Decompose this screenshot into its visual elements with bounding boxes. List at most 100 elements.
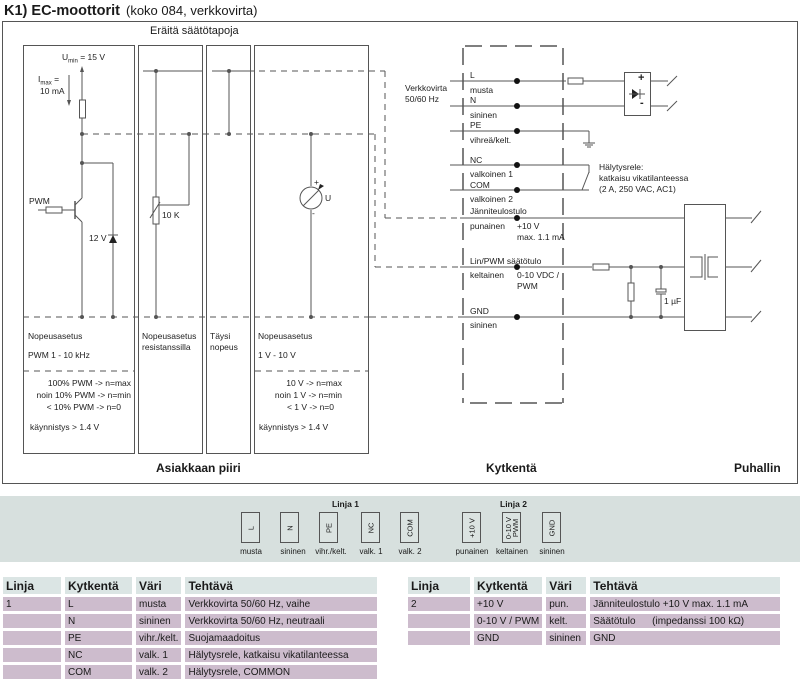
- terminal-ctrl-color: keltainen: [470, 270, 505, 280]
- meter-minus: -: [312, 208, 315, 218]
- meter-plus: +: [314, 177, 319, 187]
- terminal-NC-name: NC: [470, 155, 483, 165]
- cell: 1: [3, 597, 61, 611]
- strip-group1-title: Linja 1: [332, 499, 359, 509]
- terminal-PE-color: vihreä/kelt.: [470, 135, 512, 145]
- cell: 2: [408, 597, 470, 611]
- connection-footer: Kytkentä: [486, 461, 537, 475]
- fan-footer: Puhallin: [734, 461, 781, 475]
- col3-title: Täysi: [210, 331, 231, 341]
- header-vari: Väri: [546, 577, 587, 594]
- strip-terminal-NC: NC: [361, 512, 380, 543]
- zener-label: 12 V: [89, 233, 107, 243]
- mains-label-2: 50/60 Hz: [405, 94, 440, 104]
- rectifier-plus: +: [638, 72, 645, 84]
- cell: sininen: [136, 614, 182, 628]
- voltage-source: [299, 134, 324, 319]
- diagram-frame: [2, 21, 798, 484]
- col1-box: [23, 45, 135, 454]
- col1-range: PWM 1 - 10 kHz: [28, 350, 90, 360]
- capacitor-label: 1 µF: [664, 296, 682, 306]
- cell: Verkkovirta 50/60 Hz, neutraali: [185, 614, 378, 628]
- cell: N: [65, 614, 132, 628]
- header-vari: Väri: [136, 577, 182, 594]
- terminal-COM-name: COM: [470, 180, 490, 190]
- col4-box: [254, 45, 369, 454]
- cell: +10 V: [474, 597, 543, 611]
- connection-box: [462, 45, 564, 404]
- title-sub: (koko 084, verkkovirta): [126, 3, 258, 18]
- cell: valk. 2: [136, 665, 182, 679]
- col1-start: käynnistys > 1.4 V: [30, 422, 100, 432]
- strip-caption-L: musta: [240, 547, 262, 556]
- cell: sininen: [546, 631, 587, 645]
- cell: [3, 614, 61, 628]
- col3-box: [206, 45, 251, 454]
- col1-line-1: 100% PWM -> n=max: [47, 378, 131, 388]
- cell: musta: [136, 597, 182, 611]
- strip-group2-title: Linja 2: [500, 499, 527, 509]
- relay-label: Hälytysrele:: [599, 162, 644, 172]
- col4-title: Nopeusasetus: [258, 331, 313, 341]
- terminal-ctrl-name: Lin/PWM säätötulo: [470, 256, 542, 266]
- terminal-COM-color: valkoinen 2: [470, 194, 514, 204]
- control-in-pwm: PWM: [517, 281, 538, 291]
- strip-caption-N: sininen: [280, 547, 306, 556]
- section-header: Eräitä säätötapoja: [150, 25, 239, 37]
- wiring-diagram: [2, 21, 798, 484]
- customer-circuit-footer: Asiakkaan piiri: [156, 461, 241, 475]
- col1-line-3: < 10% PWM -> n=0: [46, 402, 121, 412]
- cell: 0-10 V / PWM: [474, 614, 543, 628]
- col2-title: Nopeusasetus: [142, 331, 197, 341]
- cell: Verkkovirta 50/60 Hz, vaihe: [185, 597, 378, 611]
- strip-terminal-COM: COM: [400, 512, 419, 543]
- col4-line-1: 10 V -> n=max: [286, 378, 342, 388]
- terminal-strip: Linja 1 Linja 2 L N PE NC COM +10 V 0-10…: [0, 496, 800, 562]
- terminal-N-name: N: [470, 95, 477, 105]
- cell: Suojamaadoitus: [185, 631, 378, 645]
- title-main: K1) EC-moottorit: [4, 3, 120, 19]
- header-linja: Linja: [3, 577, 61, 594]
- imax-value: 10 mA: [40, 86, 65, 96]
- potentiometer-circuit: [149, 71, 190, 319]
- cell: Säätötulo (impedanssi 100 kΩ): [590, 614, 781, 628]
- strip-caption-PE: vihr./kelt.: [315, 547, 347, 556]
- col4-line-3: < 1 V -> n=0: [286, 402, 334, 412]
- relay-label-3: (2 A, 250 VAC, AC1): [599, 184, 676, 194]
- relay-switch: [581, 165, 590, 191]
- strip-caption-pwm: keltainen: [495, 547, 529, 556]
- mains-label: Verkkovirta: [405, 83, 448, 93]
- cell: [3, 648, 61, 662]
- strip-terminal-N: N: [280, 512, 299, 543]
- strip-terminal-10v: +10 V: [462, 512, 481, 543]
- pot-label: 10 K: [162, 210, 180, 220]
- col3-title2: nopeus: [210, 342, 238, 352]
- page-title: K1) EC-moottorit (koko 084, verkkovirta): [4, 2, 258, 19]
- terminal-GND-name: GND: [470, 306, 489, 316]
- strip-terminal-PE: PE: [319, 512, 338, 543]
- terminal-L-name: L: [470, 70, 475, 80]
- col1-title: Nopeusasetus: [28, 331, 83, 341]
- strip-terminal-pwm: 0-10 V PWM: [502, 512, 521, 543]
- cell: Jänniteulostulo +10 V max. 1.1 mA: [590, 597, 781, 611]
- terminal-GND-color: sininen: [470, 320, 497, 330]
- col2-box: [138, 45, 203, 454]
- strip-caption-10v: punainen: [455, 547, 489, 556]
- terminal-vout-name: Jänniteulostulo: [470, 206, 527, 216]
- col4-start: käynnistys > 1.4 V: [259, 422, 329, 432]
- pwm-label: PWM: [29, 196, 50, 206]
- voltage-out-max: max. 1.1 mA: [517, 232, 565, 242]
- relay-label-2: katkaisu vikatilanteessa: [599, 173, 689, 183]
- rectifier-circuit: [566, 72, 678, 116]
- cell: COM: [65, 665, 132, 679]
- cell: pun.: [546, 597, 587, 611]
- column-dividers: [23, 316, 370, 372]
- rectifier-minus: -: [640, 97, 644, 109]
